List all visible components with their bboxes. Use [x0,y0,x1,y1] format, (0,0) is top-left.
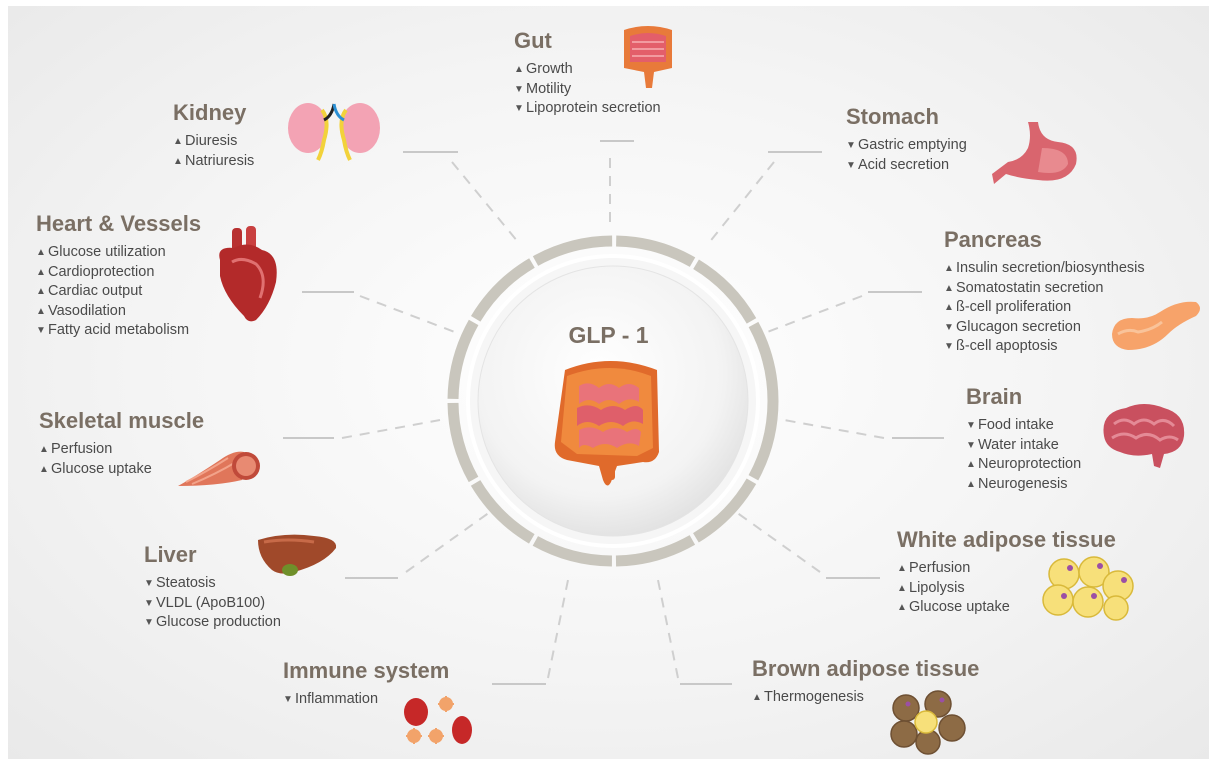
arrow-up-icon: ▲ [897,559,909,579]
organ-kidney: Kidney ▲Diuresis ▲Natriuresis [173,100,254,171]
white-adipocyte-icon [1040,556,1136,622]
effect-item: ▼VLDL (ApoB100) [144,594,281,614]
arrow-up-icon: ▲ [39,460,51,480]
arrow-down-icon: ▼ [846,156,858,176]
arrow-down-icon: ▼ [966,416,978,436]
arrow-up-icon: ▲ [36,243,48,263]
heart-icon [212,226,284,324]
effect-item: ▼Glucose production [144,613,281,633]
effect-item: ▲Glucose utilization [36,243,201,263]
arrow-down-icon: ▼ [966,436,978,456]
effect-list: ▼Steatosis ▼VLDL (ApoB100) ▼Glucose prod… [144,574,281,633]
arrow-down-icon: ▼ [144,613,156,633]
effect-item: ▲Cardioprotection [36,263,201,283]
organ-title: Immune system [283,658,449,684]
organ-title: Brown adipose tissue [752,656,979,682]
arrow-up-icon: ▲ [966,475,978,495]
effect-list: ▼Food intake ▼Water intake ▲Neuroprotect… [966,416,1081,494]
arrow-up-icon: ▲ [944,279,956,299]
organ-title: Skeletal muscle [39,408,204,434]
arrow-up-icon: ▲ [966,455,978,475]
pancreas-icon [1108,294,1204,354]
arrow-up-icon: ▲ [944,298,956,318]
brown-adipocyte-icon [888,690,968,756]
organ-title: White adipose tissue [897,527,1116,553]
arrow-up-icon: ▲ [752,688,764,708]
intestine-icon [618,22,678,92]
effect-item: ▼Fatty acid metabolism [36,321,201,341]
arrow-up-icon: ▲ [944,259,956,279]
arrow-down-icon: ▼ [144,594,156,614]
organ-title: Kidney [173,100,254,126]
organ-heart: Heart & Vessels ▲Glucose utilization ▲Ca… [36,211,201,341]
organ-title: Brain [966,384,1081,410]
arrow-up-icon: ▲ [173,132,185,152]
arrow-down-icon: ▼ [944,337,956,357]
arrow-down-icon: ▼ [846,136,858,156]
stomach-icon [988,118,1088,190]
muscle-icon [176,446,262,490]
effect-item: ▲Vasodilation [36,302,201,322]
arrow-up-icon: ▲ [36,302,48,322]
effect-item: ▲Diuresis [173,132,254,152]
effect-item: ▲Neurogenesis [966,475,1081,495]
effect-item: ▼Water intake [966,436,1081,456]
arrow-down-icon: ▼ [283,690,295,710]
arrow-down-icon: ▼ [36,321,48,341]
effect-list: ▲Glucose utilization ▲Cardioprotection ▲… [36,243,201,341]
effect-item: ▲Natriuresis [173,152,254,172]
kidney-icon [284,100,384,162]
organ-title: Pancreas [944,227,1145,253]
immune-cells-icon [398,690,478,750]
large-intestine-icon [545,352,675,492]
arrow-up-icon: ▲ [36,282,48,302]
organ-stomach: Stomach ▼Gastric emptying ▼Acid secretio… [846,104,967,175]
arrow-down-icon: ▼ [944,318,956,338]
arrow-up-icon: ▲ [514,60,526,80]
arrow-down-icon: ▼ [514,80,526,100]
brain-icon [1094,400,1190,472]
arrow-up-icon: ▲ [897,579,909,599]
arrow-up-icon: ▲ [36,263,48,283]
effect-item: ▼Gastric emptying [846,136,967,156]
liver-icon [254,530,340,582]
arrow-up-icon: ▲ [897,598,909,618]
effect-item: ▲Cardiac output [36,282,201,302]
effect-item: ▼Food intake [966,416,1081,436]
arrow-up-icon: ▲ [173,152,185,172]
arrow-up-icon: ▲ [39,440,51,460]
organ-title: Stomach [846,104,967,130]
organ-brain: Brain ▼Food intake ▼Water intake ▲Neurop… [966,384,1081,494]
arrow-down-icon: ▼ [144,574,156,594]
effect-item: ▲Neuroprotection [966,455,1081,475]
effect-list: ▲Diuresis ▲Natriuresis [173,132,254,171]
effect-item: ▼Acid secretion [846,156,967,176]
arrow-down-icon: ▼ [514,99,526,119]
effect-item: ▲Insulin secretion/biosynthesis [944,259,1145,279]
effect-item: ▼Lipoprotein secretion [514,99,661,119]
effect-list: ▼Gastric emptying ▼Acid secretion [846,136,967,175]
organ-title: Heart & Vessels [36,211,201,237]
